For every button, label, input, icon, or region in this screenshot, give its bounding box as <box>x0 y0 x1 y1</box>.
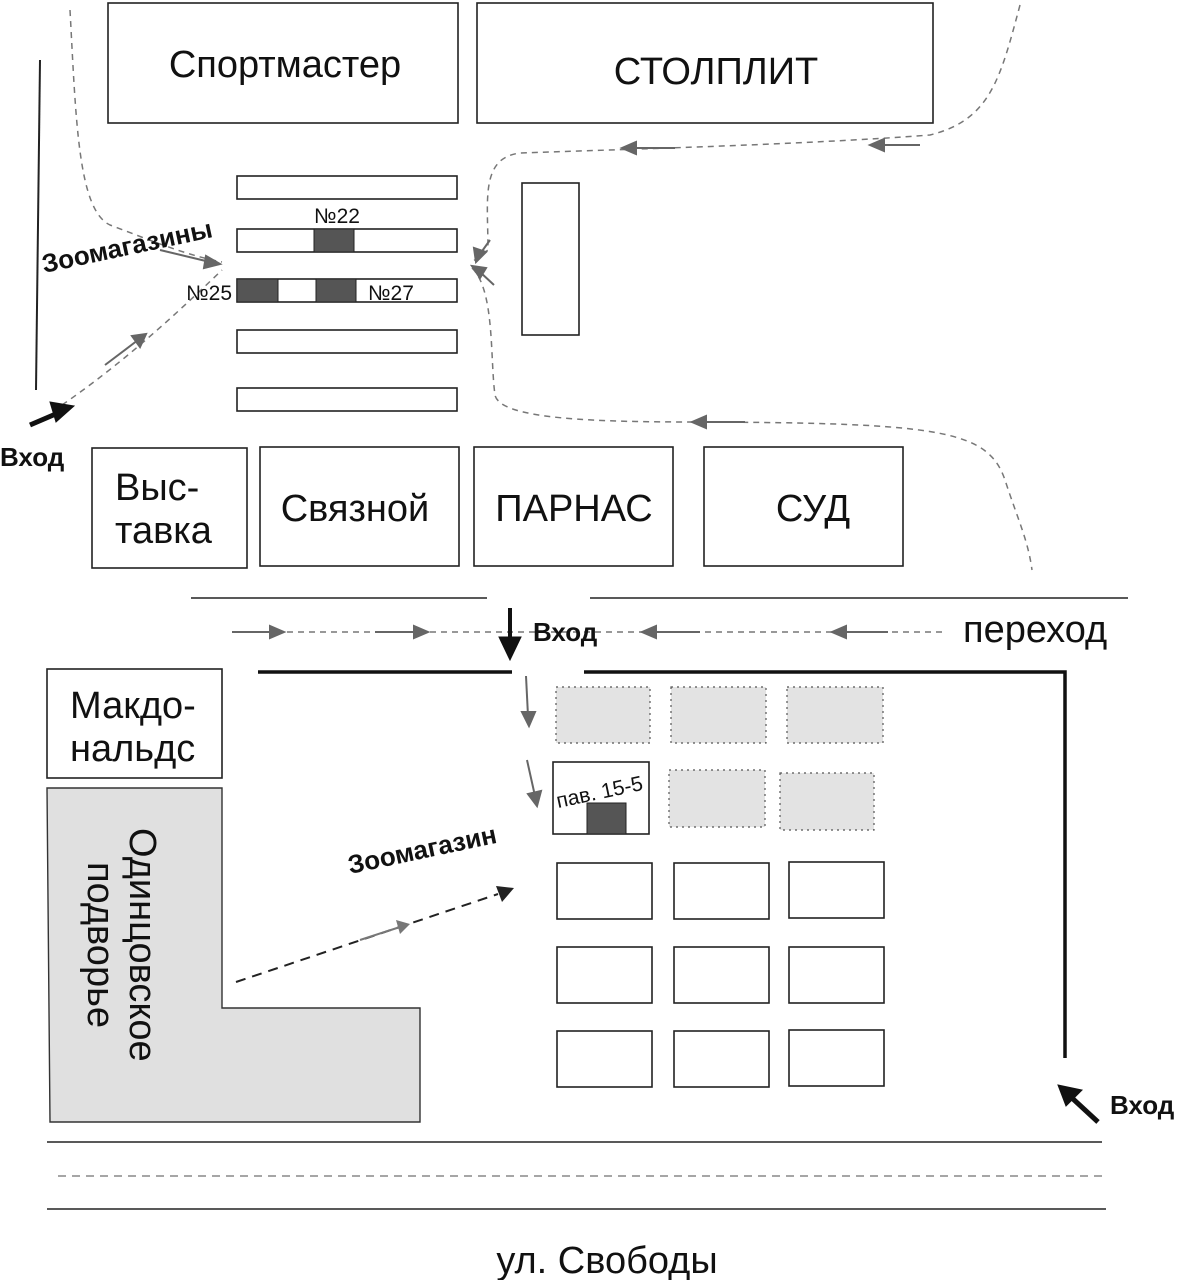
pavilion-ghost-1 <box>555 686 651 744</box>
crossing-arrows <box>232 624 888 640</box>
route-from-podvorye <box>235 886 514 983</box>
entrance-right-label: Вход <box>1110 1090 1175 1120</box>
pavilion-r1c3 <box>788 861 885 919</box>
building-stolplit <box>476 2 934 124</box>
pavilion-r3c3 <box>788 1029 885 1087</box>
vystavka-label-line1: Выс- <box>115 467 199 509</box>
wall-right <box>584 670 1067 1058</box>
svyaznoy-label: Связной <box>281 488 430 530</box>
sportmaster-label: Спортмастер <box>169 44 401 86</box>
parnas-label: ПАРНАС <box>495 488 652 530</box>
building-svyaznoy <box>259 446 460 567</box>
mcdonalds-label-line2: нальдс <box>70 728 195 770</box>
street-label: ул. Свободы <box>496 1240 717 1280</box>
pavilion-ghost-3 <box>786 686 884 744</box>
pet-shop-25 <box>236 278 279 303</box>
building-vystavka <box>91 447 248 569</box>
stall-row-4 <box>236 329 458 354</box>
no25-label: №25 <box>186 282 232 305</box>
pet-shop-27 <box>315 278 357 303</box>
stall-row-1 <box>236 175 458 200</box>
building-odintsovskoe-podvorye <box>46 787 421 1123</box>
left-boundary-line <box>35 59 41 391</box>
pavilion-r2c2 <box>673 946 770 1004</box>
kiosk-vertical <box>521 182 580 336</box>
pet-shops-plural-label: Зоомагазины <box>39 213 215 278</box>
no27-label: №27 <box>368 282 414 305</box>
building-sportmaster <box>107 2 459 124</box>
pavilion-r3c2 <box>673 1030 770 1088</box>
pet-shop-22 <box>313 228 355 253</box>
pavilion-arrows <box>520 675 543 809</box>
building-sud <box>703 446 904 567</box>
route-arrows-top <box>104 137 920 430</box>
entrance-left-label: Вход <box>0 442 65 472</box>
podvorye-label-line1: Одинцовское <box>121 828 163 1062</box>
pavilion-r1c2 <box>673 862 770 920</box>
pavilion-r1c1 <box>556 862 653 920</box>
pavilion-ghost-4 <box>668 769 766 828</box>
podvorye-label-line2: подворье <box>79 862 121 1028</box>
entrance-center-label: Вход <box>533 617 598 647</box>
entrance-right-arrow <box>1057 1084 1100 1124</box>
building-mcdonalds <box>46 668 223 779</box>
building-parnas <box>473 446 674 567</box>
pet-shop-singular-label: Зоомагазин <box>345 819 499 880</box>
sud-label: СУД <box>776 488 851 530</box>
route-left-entrance <box>61 269 223 406</box>
pavilion-ghost-5 <box>779 772 875 831</box>
entrance-left-arrow <box>29 401 76 428</box>
stolplit-label: СТОЛПЛИТ <box>614 51 819 93</box>
pavilion-ghost-2 <box>670 686 767 744</box>
mcdonalds-label-line1: Макдо- <box>70 685 196 727</box>
route-left-boundary <box>69 9 223 263</box>
pet-shop-pavilion <box>586 802 627 835</box>
crossing-label: переход <box>963 609 1107 651</box>
pavilion-r2c1 <box>556 946 653 1004</box>
route-right-top <box>471 4 1021 263</box>
pavilion-r2c3 <box>788 946 885 1004</box>
entrance-center-arrow <box>498 608 522 662</box>
vystavka-label-line2: тавка <box>115 510 213 552</box>
no22-label: №22 <box>314 205 360 228</box>
pavilion-r3c1 <box>556 1030 653 1088</box>
stall-row-5 <box>236 387 458 412</box>
